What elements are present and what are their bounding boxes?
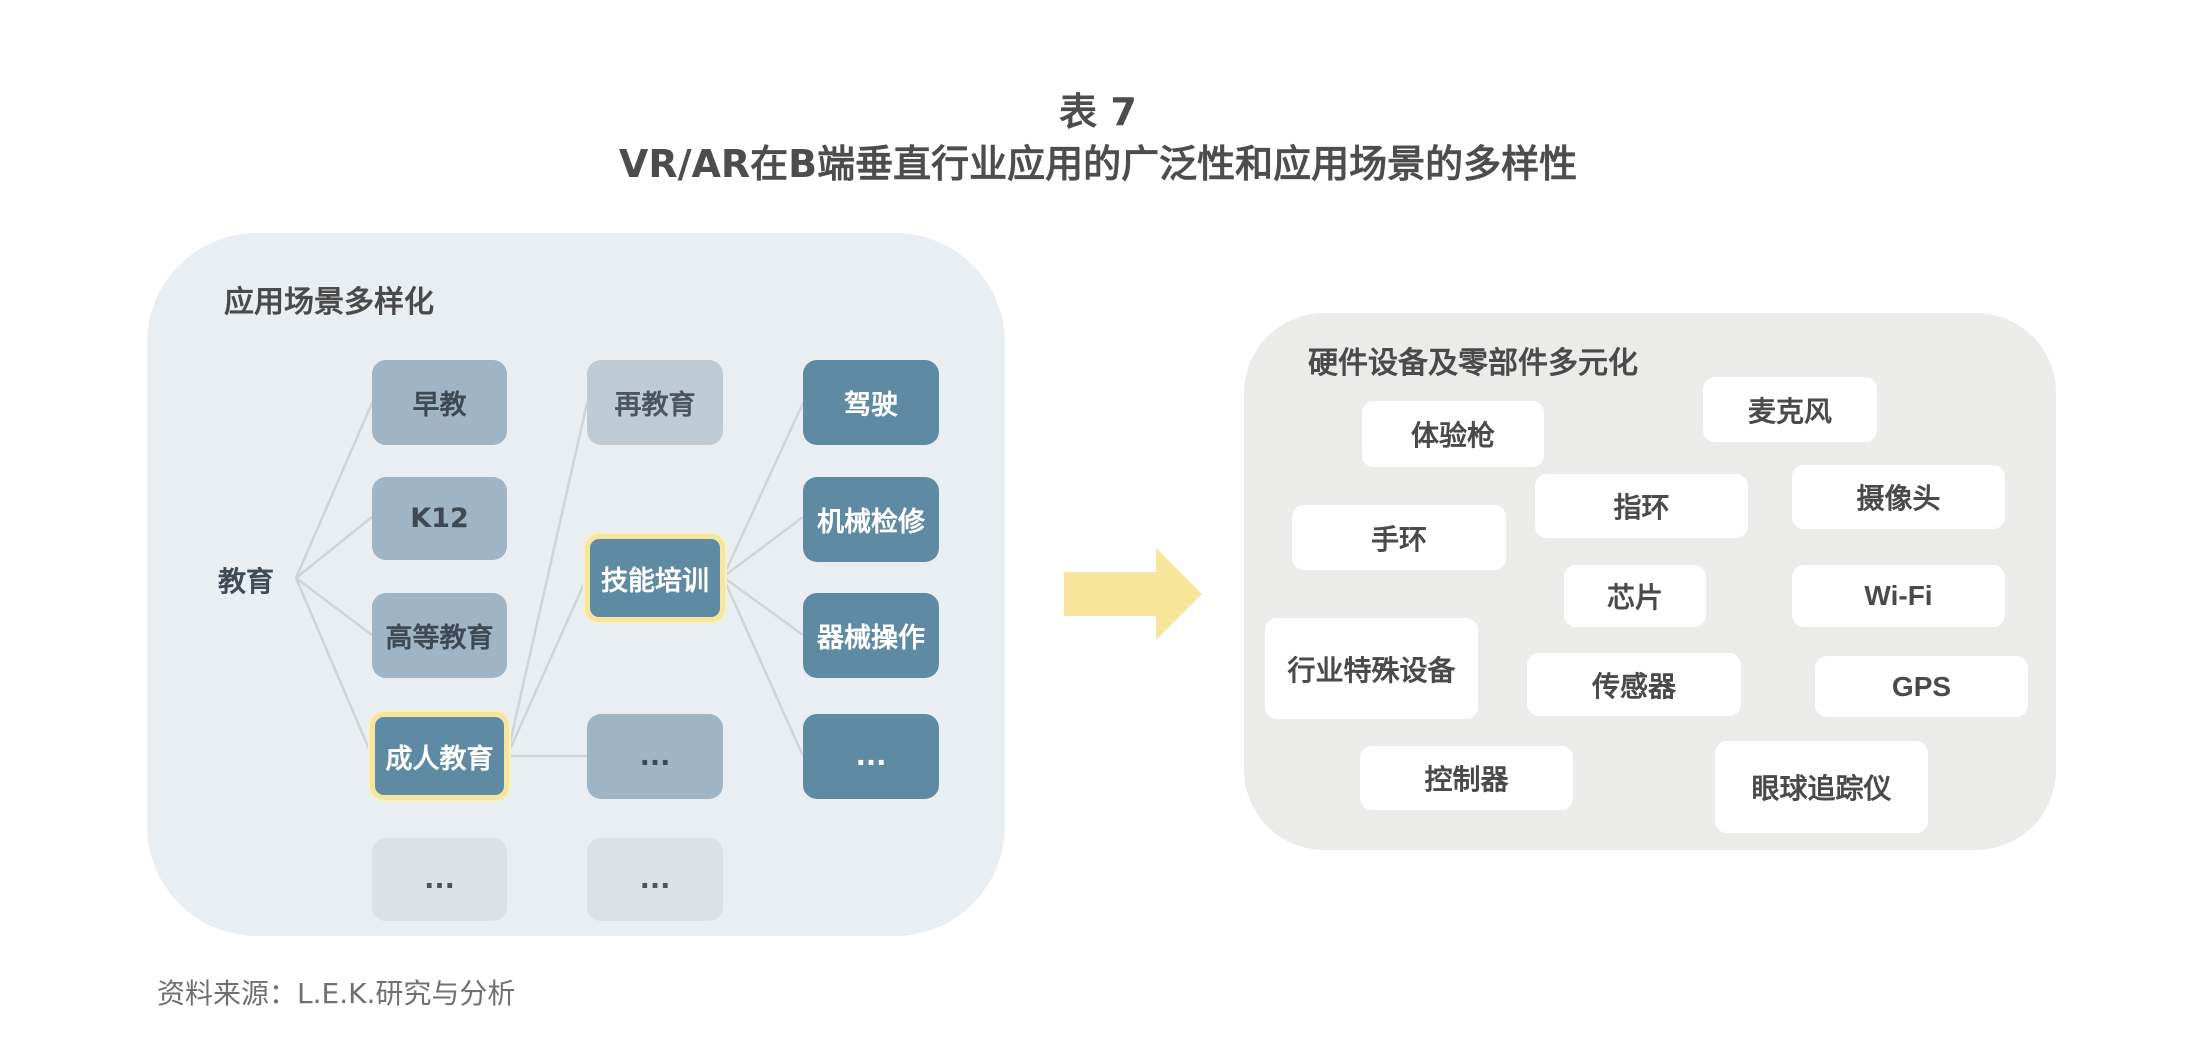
- tag-microphone: 麦克风: [1703, 377, 1877, 442]
- node-skills-training: 技能培训: [585, 534, 725, 622]
- figure-title: 表 7 VR/AR在B端垂直行业应用的广泛性和应用场景的多样性: [0, 86, 2196, 190]
- node-col1-more: ...: [372, 838, 507, 921]
- node-k12: K12: [372, 477, 507, 560]
- tag-chip: 芯片: [1564, 565, 1706, 627]
- node-driving: 驾驶: [803, 360, 939, 445]
- tag-ring: 指环: [1535, 474, 1748, 538]
- tag-camera: 摄像头: [1792, 465, 2005, 529]
- node-higher-education: 高等教育: [372, 593, 507, 678]
- tag-sensor: 传感器: [1527, 653, 1741, 716]
- tag-controller: 控制器: [1360, 746, 1573, 810]
- application-scenarios-panel: [147, 233, 1005, 936]
- tag-eye-tracker: 眼球追踪仪: [1715, 741, 1928, 833]
- node-early-education: 早教: [372, 360, 507, 445]
- node-mechanical-maintenance: 机械检修: [803, 477, 939, 562]
- tag-wristband: 手环: [1292, 505, 1506, 570]
- figure-caption: VR/AR在B端垂直行业应用的广泛性和应用场景的多样性: [618, 142, 1578, 186]
- node-col2-more: ...: [587, 714, 723, 799]
- node-col3-more: ...: [803, 714, 939, 799]
- tag-gps: GPS: [1815, 656, 2028, 717]
- source-note: 资料来源：L.E.K.研究与分析: [157, 977, 516, 1010]
- tag-experience-gun: 体验枪: [1362, 401, 1544, 467]
- application-scenarios-heading: 应用场景多样化: [224, 285, 434, 320]
- node-col2-more-2: ...: [587, 838, 723, 921]
- tree-root-education: 教育: [218, 565, 275, 598]
- node-equipment-operation: 器械操作: [803, 593, 939, 678]
- figure-number: 表 7: [1059, 90, 1137, 134]
- node-adult-education: 成人教育: [370, 712, 509, 800]
- tag-industry-special-equipment: 行业特殊设备: [1265, 618, 1478, 719]
- node-reeducation: 再教育: [587, 360, 723, 445]
- right-arrow-icon: [1064, 548, 1202, 640]
- tag-wifi: Wi-Fi: [1792, 565, 2005, 627]
- hardware-heading: 硬件设备及零部件多元化: [1308, 346, 1638, 381]
